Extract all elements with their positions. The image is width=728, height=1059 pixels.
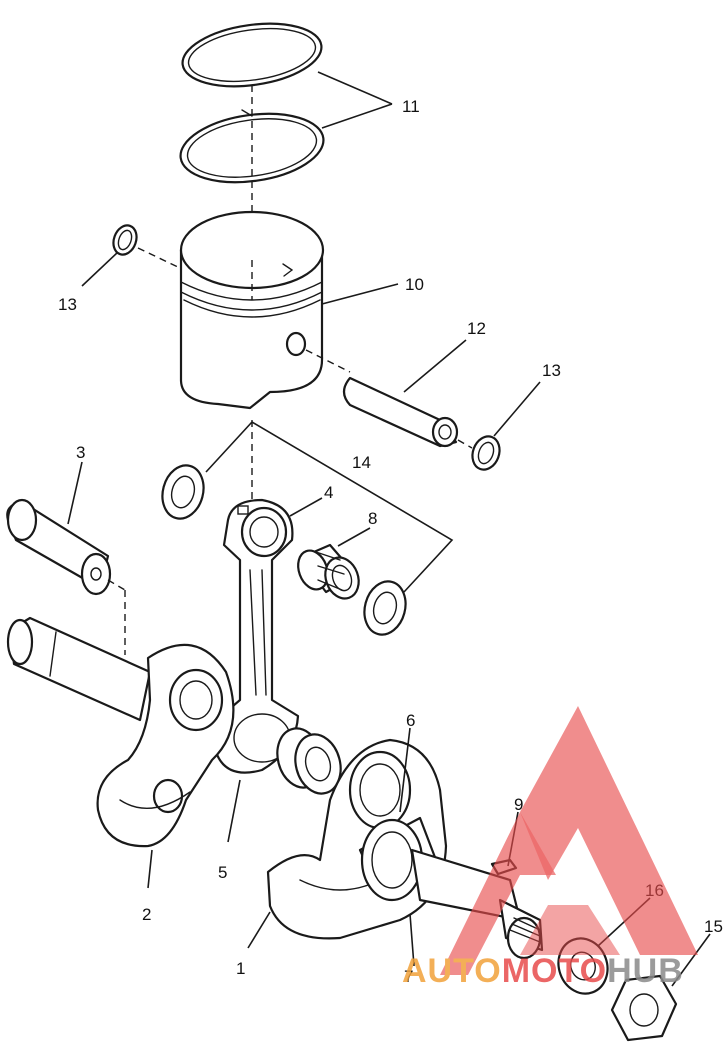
callout-10: 10 [405, 275, 424, 294]
callout-11: 11 [402, 97, 420, 116]
callout-13-left: 13 [58, 295, 77, 314]
piston-pin [342, 376, 459, 448]
callout-4: 4 [324, 483, 333, 502]
watermark-text-segment: HUB [607, 952, 684, 990]
callout-7: 7 [404, 967, 413, 986]
callout-14: 14 [352, 453, 371, 472]
connecting-rod [214, 498, 300, 774]
callout-5: 5 [218, 863, 227, 882]
watermark-triangle-left [440, 812, 556, 975]
callout-1: 1 [236, 959, 245, 978]
thrust-washer-right [363, 580, 407, 636]
thrust-washer-left [161, 464, 205, 520]
callout-8: 8 [368, 509, 377, 528]
callout-12: 12 [467, 319, 486, 338]
callout-15: 15 [704, 917, 723, 936]
watermark-triangle-right [520, 706, 698, 955]
leader-lines [67, 71, 711, 987]
watermark-text: AUTOMOTOHUB [402, 952, 684, 990]
callout-2: 2 [142, 905, 151, 924]
callout-3: 3 [76, 443, 85, 462]
watermark-text-segment: AUTO [402, 952, 502, 990]
crank-pin [6, 498, 112, 596]
piston [179, 210, 325, 410]
watermark-text-segment: MOTO [502, 952, 607, 990]
needle-bearing [297, 543, 360, 600]
watermark-triangle-inner [520, 905, 620, 955]
piston-ring-upper [181, 22, 323, 88]
callout-13-right: 13 [542, 361, 561, 380]
watermark-logo: AUTOMOTOHUB [402, 706, 698, 990]
main-bearing-left [276, 727, 342, 795]
callout-6: 6 [406, 711, 415, 730]
circlip-left [112, 224, 138, 256]
circlip-right [471, 435, 501, 471]
crankshaft-half-left [6, 616, 235, 848]
callout-9: 9 [514, 795, 523, 814]
nut [610, 974, 678, 1042]
